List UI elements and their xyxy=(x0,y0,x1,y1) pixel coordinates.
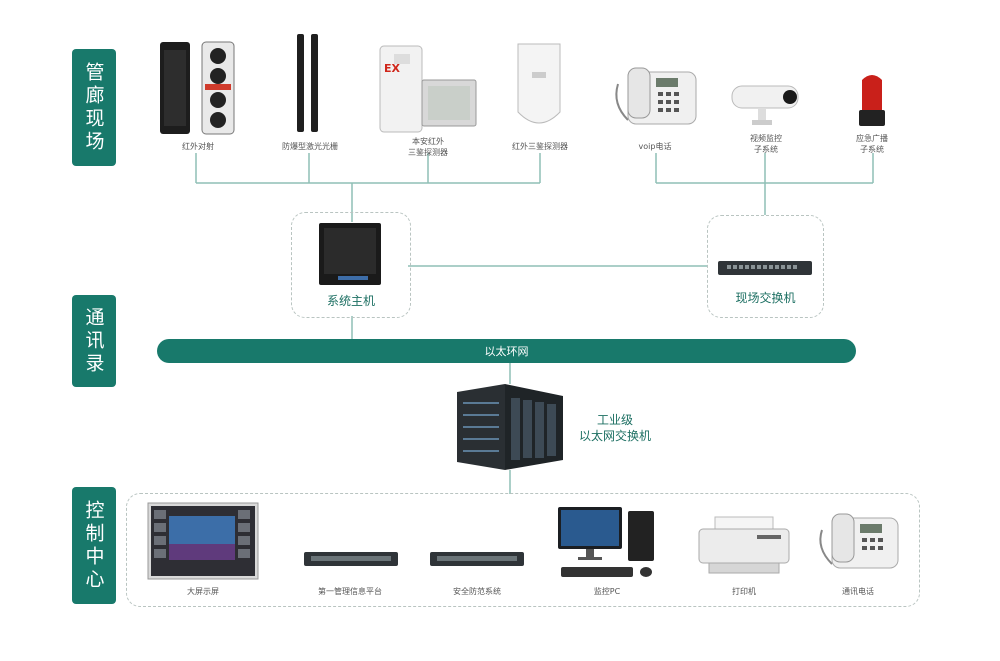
broadcast-system-label: 应急广播 子系统 xyxy=(856,134,888,154)
security-system-label: 安全防范系统 xyxy=(453,587,501,596)
section-label-comm: 通讯录 xyxy=(72,295,116,387)
ex-detector-device xyxy=(378,44,478,134)
field-switch-device xyxy=(717,258,813,278)
mgmt-platform-label: 第一管理信息平台 xyxy=(318,587,382,596)
system-host-label: 系统主机 xyxy=(326,294,375,308)
control-center-group xyxy=(126,493,920,607)
system-host-device xyxy=(318,222,382,286)
voip-phone-label: voip电话 xyxy=(638,142,672,151)
laser-barrier-label: 防爆型激光光栅 xyxy=(282,142,338,151)
ir-beam-label: 红外对射 xyxy=(182,142,214,151)
monitor-pc-device xyxy=(556,505,664,583)
comm-phone-label: 通讯电话 xyxy=(842,587,874,596)
laser-barrier-device xyxy=(296,34,320,134)
security-system-device xyxy=(429,550,525,568)
monitor-pc-label: 监控PC xyxy=(593,587,621,596)
big-screen-label: 大屏示屏 xyxy=(187,587,219,596)
video-system-label: 视频监控 子系统 xyxy=(750,134,782,154)
ethernet-ring-bus: 以太环网 xyxy=(157,339,856,363)
alarm-light-device xyxy=(856,72,888,130)
voip-phone-device xyxy=(604,64,700,130)
ex-detector-label: 本安红外 三鉴探测器 xyxy=(408,137,448,157)
industrial-switch-rack xyxy=(455,382,565,472)
section-label-control: 控制中心 xyxy=(72,487,116,604)
big-screen-device xyxy=(147,502,259,580)
tri-detector-label: 红外三鉴探测器 xyxy=(512,142,568,151)
system-host-group xyxy=(291,212,411,318)
field-switch-group xyxy=(707,215,824,318)
printer-label: 打印机 xyxy=(732,587,756,596)
section-label-field: 管廊现场 xyxy=(72,49,116,166)
tri-detector-device xyxy=(514,42,564,132)
ex-badge: EX xyxy=(384,62,400,75)
ethernet-ring-label: 以太环网 xyxy=(484,345,529,358)
ir-beam-device xyxy=(158,40,238,136)
industrial-switch-label: 工业级 以太网交换机 xyxy=(578,413,651,443)
video-camera-device xyxy=(730,80,802,130)
printer-device xyxy=(697,515,791,575)
mgmt-platform-device xyxy=(303,550,399,568)
field-switch-label: 现场交换机 xyxy=(735,291,796,305)
comm-phone-device xyxy=(808,510,902,574)
